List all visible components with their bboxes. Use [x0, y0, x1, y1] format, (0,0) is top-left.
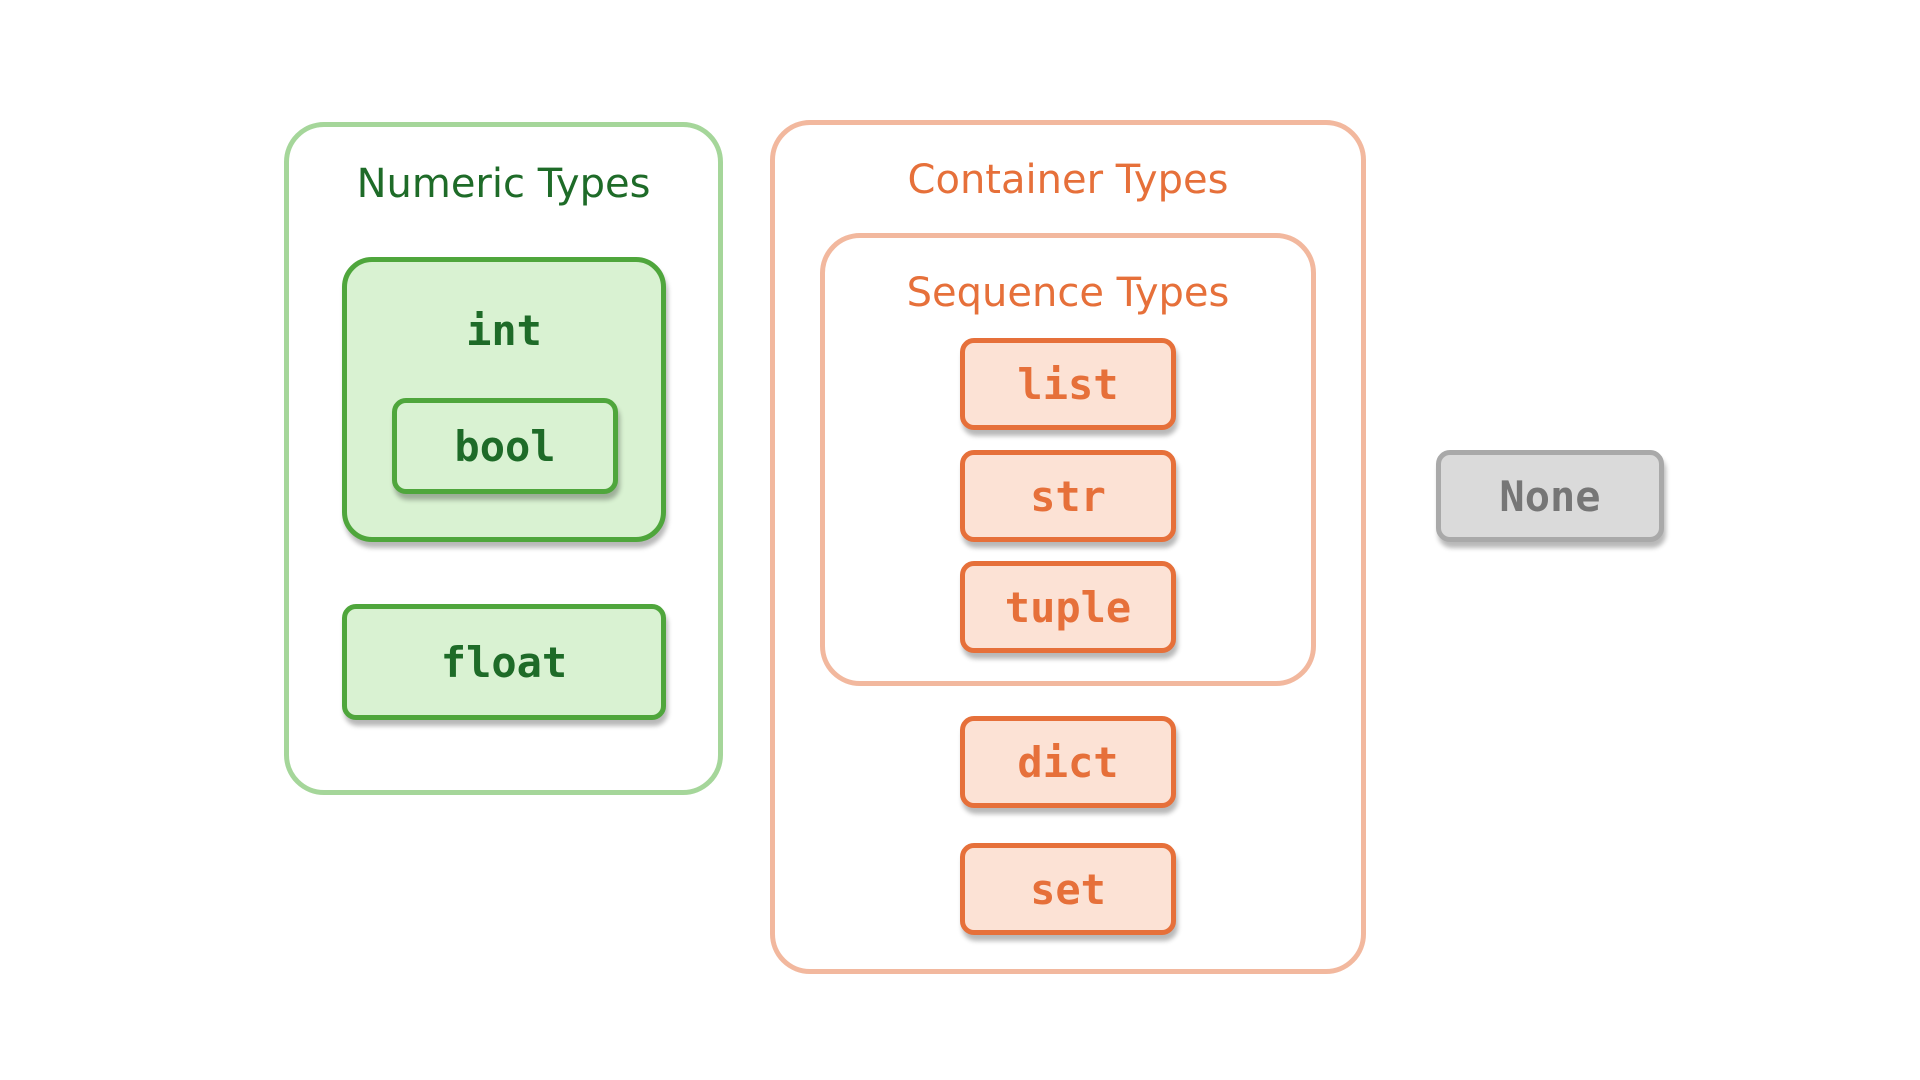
set-type-label: set	[1030, 864, 1106, 914]
list-type-label: list	[1017, 359, 1119, 409]
dict-type-label: dict	[1017, 737, 1119, 787]
tuple-type-label: tuple	[1004, 582, 1132, 632]
list-type-box: list	[960, 338, 1176, 430]
none-type-box: None	[1436, 450, 1664, 542]
tuple-type-box: tuple	[960, 561, 1176, 653]
sequence-types-title: Sequence Types	[906, 270, 1230, 316]
bool-type-label: bool	[454, 421, 556, 471]
dict-type-box: dict	[960, 716, 1176, 808]
numeric-types-title: Numeric Types	[356, 161, 651, 207]
container-types-title: Container Types	[907, 157, 1229, 203]
float-type-label: float	[440, 637, 568, 687]
bool-type-box: bool	[392, 398, 618, 494]
float-type-box: float	[342, 604, 666, 720]
str-type-box: str	[960, 450, 1176, 542]
str-type-label: str	[1030, 471, 1106, 521]
set-type-box: set	[960, 843, 1176, 935]
none-type-label: None	[1499, 471, 1601, 521]
int-type-label: int	[466, 306, 542, 355]
